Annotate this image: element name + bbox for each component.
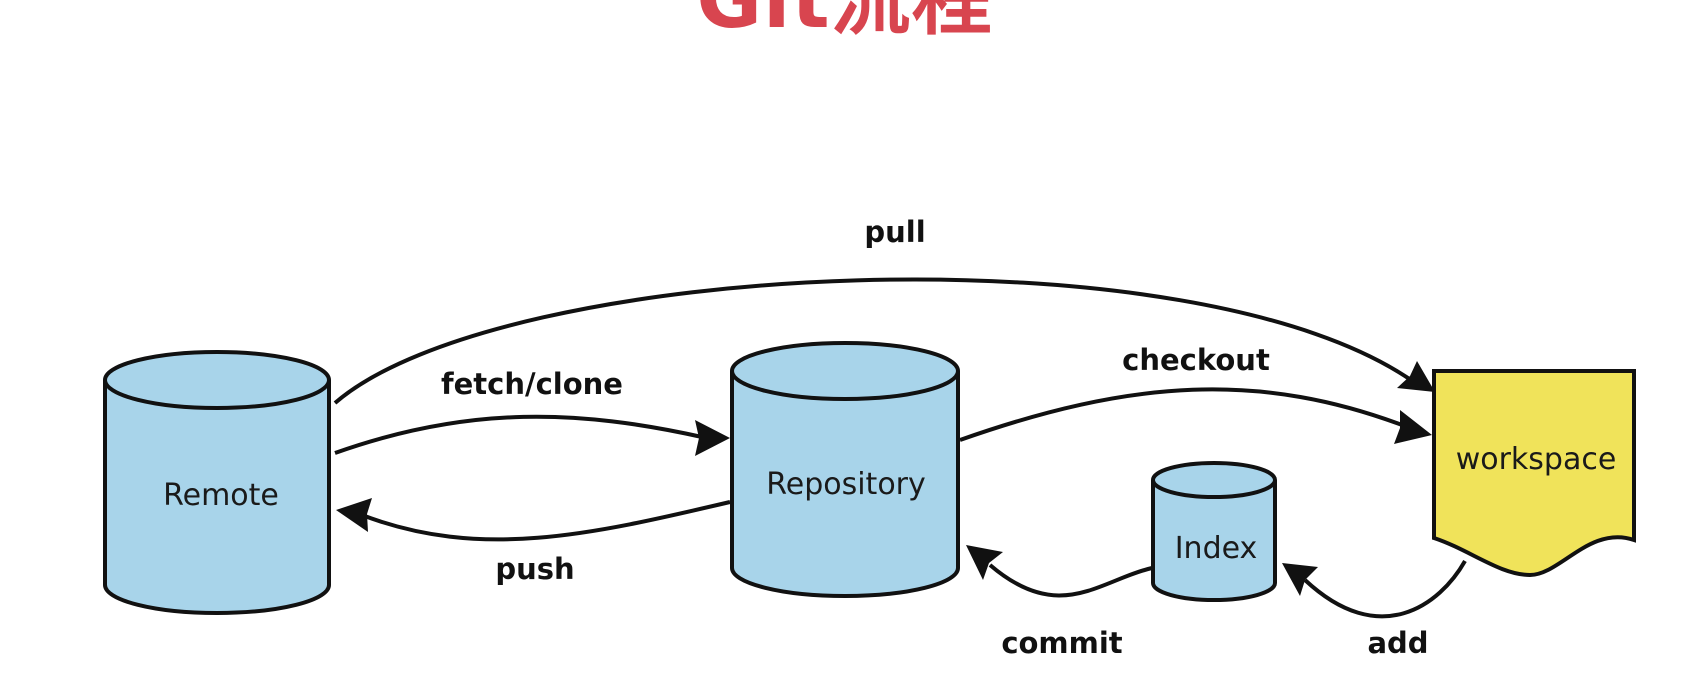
edge-checkout: [959, 387, 1432, 444]
node-remote-label: Remote: [163, 478, 279, 513]
edge-fetch-clone-arrowhead: [695, 420, 730, 456]
edge-push: [336, 498, 731, 542]
edge-pull: [333, 277, 1435, 405]
node-remote: Remote: [103, 350, 331, 615]
edge-label-commit: commit: [1001, 626, 1122, 660]
edge-add-arrowhead: [1282, 563, 1318, 596]
edge-push-arrowhead: [336, 498, 372, 532]
node-repository-label: Repository: [766, 467, 926, 502]
edge-commit-arrowhead: [966, 545, 1003, 580]
node-repository: Repository: [730, 341, 960, 598]
node-workspace: workspace: [1432, 369, 1636, 578]
edge-label-pull: pull: [864, 215, 925, 249]
node-index-label: Index: [1175, 531, 1258, 566]
node-workspace-label: workspace: [1456, 442, 1617, 477]
edge-fetch-clone: [334, 414, 730, 456]
edge-pull-arrowhead: [1397, 361, 1435, 392]
edge-label-push: push: [495, 552, 574, 586]
edge-add: [1282, 560, 1467, 619]
edge-label-add: add: [1367, 626, 1428, 660]
node-index: Index: [1151, 461, 1277, 602]
edge-commit: [966, 545, 1153, 598]
edge-checkout-arrowhead: [1394, 410, 1432, 444]
edge-label-fetch-clone: fetch/clone: [441, 367, 623, 401]
page-title: Git流程: [0, 0, 1689, 48]
edge-label-checkout: checkout: [1122, 343, 1270, 377]
